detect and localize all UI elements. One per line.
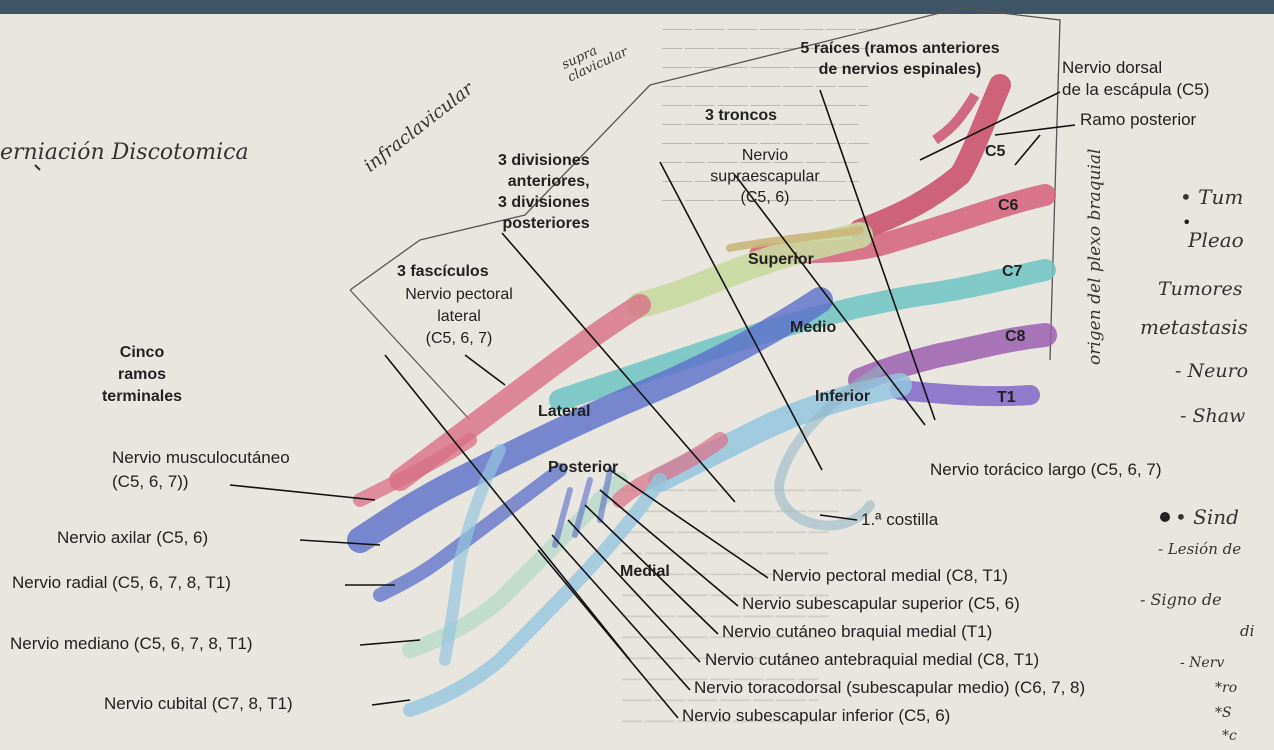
root-label-c6: C6: [998, 197, 1019, 214]
suprascapular-nerve-shape: [726, 226, 864, 252]
leader-ramo-posterior: [994, 124, 1076, 136]
first-rib-shape: [774, 365, 885, 531]
handwritten-note-11: - Nerv: [1180, 655, 1225, 671]
leader-pectoral-lateral: [464, 354, 506, 386]
leader-subscapular-inferior: [537, 549, 679, 719]
label-thoracodorsal-nerve: Nervio toracodorsal (subescapular medio)…: [694, 678, 1086, 697]
label-radial-nerve: Nervio radial (C5, 6, 7, 8, T1): [12, 573, 231, 592]
handwritten-note-4: metastasis: [1140, 315, 1248, 339]
dorsal-scapular-branch-shape: [932, 92, 980, 145]
handwritten-bracket-left: [349, 84, 651, 291]
leader-musculocutaneous: [229, 484, 376, 501]
handwritten-note-9: - Signo de: [1140, 590, 1222, 609]
leader-ulnar: [371, 699, 411, 706]
label-lower-subscapular-nerve: Nervio subescapular inferior (C5, 6): [682, 706, 951, 725]
leader-c5-hook: [1014, 134, 1041, 166]
handwritten-bracket-bottom: [349, 289, 471, 421]
root-label-c5: C5: [985, 143, 1006, 160]
leader-trunks: [659, 161, 823, 471]
label-five-terminal-branches: Cinco ramos terminales: [101, 344, 183, 405]
background-text-upper: ——— ——— ——— ———— —— ——— —— —— ——— ——— ——…: [662, 24, 882, 206]
leader-five-roots: [819, 89, 936, 421]
label-dorsal-scapular-nerve: Nervio dorsal de la escápula (C5): [1062, 58, 1210, 99]
label-median-nerve: Nervio mediano (C5, 6, 7, 8, T1): [10, 634, 253, 653]
handwritten-note-3: Tumores: [1158, 278, 1243, 300]
label-medial-antebrachial-cutaneous: Nervio cutáneo antebraquial medial (C8, …: [705, 650, 1040, 669]
handwritten-bullet: •: [1182, 213, 1191, 232]
subscapular-branch-3: [552, 487, 573, 548]
label-first-rib: 1.ª costilla: [861, 510, 939, 529]
leader-first-rib: [819, 514, 858, 521]
label-three-trunks: 3 troncos: [705, 107, 778, 124]
leader-cutaneous-brachial: [584, 504, 719, 635]
axillary-nerve-shape: [439, 444, 506, 666]
label-medial-pectoral-nerve: Nervio pectoral medial (C8, T1): [772, 566, 1008, 585]
leader-suprascapular: [734, 174, 926, 426]
handwritten-note-13: *S: [1215, 705, 1232, 721]
leader-cutaneous-antebrachial: [567, 519, 701, 663]
label-three-divisions: 3 divisiones anteriores, 3 divisiones po…: [498, 152, 590, 232]
handwritten-note-5: - Neuro: [1175, 360, 1249, 382]
trunk-label-inferior: Inferior: [815, 388, 871, 405]
superior-trunk-shape: [627, 222, 873, 318]
handwritten-note-6: - Shaw: [1180, 405, 1246, 427]
cord-label-posterior: Posterior: [548, 459, 619, 476]
leader-divisions: [501, 232, 736, 503]
label-lateral-pectoral-nerve: Nervio pectoral lateral (C5, 6, 7): [405, 286, 513, 347]
label-musculocutaneous-nerve: Nervio musculocutáneo (C5, 6, 7)): [112, 448, 290, 491]
handwritten-note-1: • Tum: [1180, 185, 1244, 209]
root-label-c8: C8: [1005, 328, 1026, 345]
label-posterior-ramus: Ramo posterior: [1080, 110, 1197, 129]
page-header-bar: [0, 0, 1274, 14]
label-five-roots: 5 raíces (ramos anteriores de nervios es…: [800, 40, 1000, 78]
subscapular-branch-2: [572, 477, 593, 538]
root-c5-shape: [849, 74, 1011, 241]
handwritten-herniation-note: erniación Discotomica: [0, 140, 249, 165]
leader-lines: [229, 89, 1076, 719]
handwritten-filled-bullet: [1160, 512, 1170, 522]
root-t1-shape: [890, 380, 1040, 407]
musculocutaneous-shape: [353, 433, 477, 507]
label-axillary-nerve: Nervio axilar (C5, 6): [57, 528, 209, 547]
handwritten-note-12: *ro: [1215, 680, 1238, 696]
leader-pectoral-medial: [609, 469, 769, 579]
handwritten-origin-note: origen del plexo braquial: [1085, 148, 1105, 365]
root-label-t1: T1: [997, 389, 1016, 406]
cord-label-lateral: Lateral: [538, 403, 591, 420]
leader-fascicles: [384, 354, 631, 661]
label-three-fascicles: 3 fascículos: [397, 263, 489, 280]
leader-dorsal-scapula: [919, 91, 1061, 161]
label-medial-brachial-cutaneous: Nervio cutáneo braquial medial (T1): [722, 622, 993, 641]
median-nerve-shape: [402, 472, 628, 658]
label-upper-subscapular-nerve: Nervio subescapular superior (C5, 6): [742, 594, 1020, 613]
handwritten-note-10: di: [1240, 622, 1255, 640]
handwritten-note-7: • Sind: [1175, 505, 1239, 529]
root-label-c7: C7: [1002, 263, 1023, 280]
label-suprascapular-nerve: Nervio supraescapular (C5, 6): [710, 147, 820, 206]
handwritten-note-14: *c: [1222, 728, 1237, 744]
ulnar-nerve-shape: [403, 473, 667, 717]
leader-subscapular-superior: [599, 489, 739, 607]
handwritten-bracket-upper: [649, 7, 1061, 361]
label-ulnar-nerve: Nervio cubital (C7, 8, T1): [104, 694, 293, 713]
radial-nerve-shape: [373, 463, 567, 602]
trunk-label-middle: Medio: [790, 319, 837, 336]
handwritten-note-2: Pleao: [1188, 228, 1244, 252]
handwritten-note-8: - Lesión de: [1158, 540, 1242, 558]
posterior-cord-shape: [347, 287, 833, 553]
trunk-label-superior: Superior: [748, 251, 814, 268]
leader-median: [359, 639, 421, 646]
cord-label-medial: Medial: [620, 563, 670, 580]
leader-thoracodorsal: [551, 534, 691, 691]
label-long-thoracic-nerve: Nervio torácico largo (C5, 6, 7): [930, 460, 1162, 479]
leader-axillary: [299, 539, 381, 546]
